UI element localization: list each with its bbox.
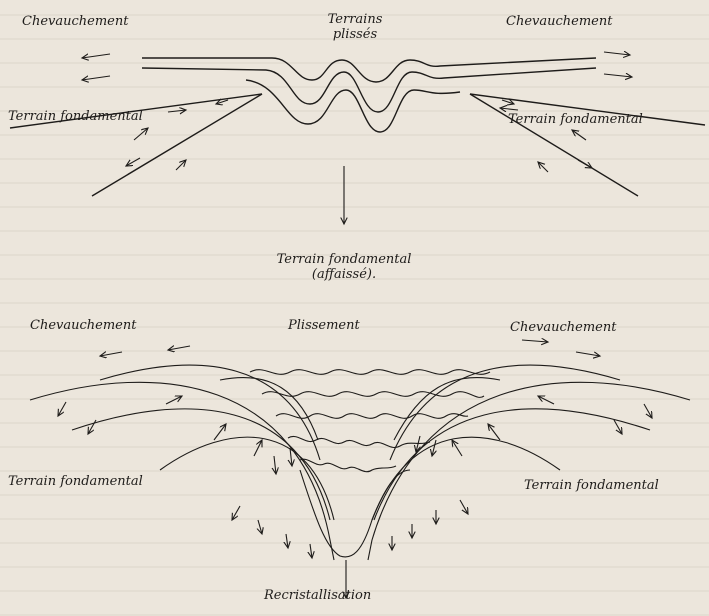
wave-5 — [300, 459, 396, 472]
arrow-bottom-small-8 — [460, 500, 468, 514]
bottom-curve-3 — [160, 437, 334, 520]
label-top-terrains: Terrains — [310, 12, 400, 27]
top-diagram — [10, 52, 705, 224]
bottom-diagram — [30, 340, 690, 598]
arrow-bottom-right-2 — [576, 352, 600, 356]
arrow-top-right-6 — [502, 100, 514, 104]
arrow-bottom-small-2 — [286, 534, 288, 548]
label-top-chevauchement-left: Chevauchement — [22, 14, 128, 29]
label-bottom-chevauchement-left: Chevauchement — [30, 318, 136, 333]
arrow-bottom-right-5 — [488, 424, 500, 440]
arrow-bottom-left-1 — [100, 352, 122, 356]
label-top-terrain-fondamental-bottom-line1: Terrain fondamental — [254, 252, 434, 267]
label-bottom-chevauchement-right: Chevauchement — [510, 320, 616, 335]
arrow-top-right-1 — [604, 52, 630, 55]
arrow-bottom-inner-3 — [290, 448, 292, 466]
arrow-bottom-left-2 — [168, 346, 190, 350]
arrow-bottom-right-6 — [452, 440, 462, 456]
arrow-top-left-7 — [126, 158, 140, 166]
fold-layer-1 — [142, 58, 596, 82]
arrow-top-right-2 — [604, 74, 632, 77]
label-top-terrain-fondamental-right: Terrain fondamental — [508, 112, 643, 127]
wave-3 — [276, 414, 468, 419]
right-fault-lower — [470, 94, 638, 196]
wave-2 — [262, 392, 484, 398]
label-top-terrain-fondamental-bottom-line2: (affaissé). — [254, 267, 434, 282]
label-bottom-recristallisation: Recristallisation — [264, 588, 371, 603]
arrow-bottom-left-5 — [214, 424, 226, 440]
arrow-top-left-4 — [134, 128, 148, 140]
arrow-top-left-3 — [168, 110, 186, 112]
label-bottom-plissement: Plissement — [288, 318, 360, 333]
arrow-bottom-right-3 — [644, 404, 652, 418]
fold-layer-2 — [142, 68, 596, 112]
label-top-chevauchement-right: Chevauchement — [506, 14, 612, 29]
arrow-top-left-1 — [82, 54, 110, 58]
arrow-top-left-2 — [82, 76, 110, 80]
label-bottom-terrain-fondamental-right: Terrain fondamental — [524, 478, 659, 493]
arrow-bottom-right-7 — [538, 396, 554, 404]
arrow-bottom-inner-4 — [274, 456, 276, 474]
label-top-terrains-plisses: Terrains plissés — [310, 12, 400, 42]
label-bottom-terrain-fondamental-left: Terrain fondamental — [8, 474, 143, 489]
arrow-bottom-left-4 — [88, 420, 96, 434]
wave-4 — [288, 436, 430, 447]
arrow-bottom-right-4 — [614, 420, 622, 434]
arrow-bottom-right-1 — [522, 340, 548, 342]
arrow-top-right-7 — [578, 160, 592, 168]
arrow-bottom-left-7 — [166, 396, 182, 404]
wave-1 — [250, 370, 490, 375]
fold-layer-3 — [246, 80, 460, 132]
arrow-top-right-5 — [538, 162, 548, 172]
bottom-curve-2r — [374, 409, 650, 520]
label-top-terrain-fondamental-bottom: Terrain fondamental (affaissé). — [254, 252, 434, 282]
label-top-plisses: plissés — [310, 27, 400, 42]
arrow-bottom-small-1 — [258, 520, 262, 534]
arrow-top-left-5 — [176, 160, 186, 170]
arrow-bottom-left-6 — [254, 440, 262, 456]
bottom-curve-5 — [220, 378, 318, 441]
arrow-bottom-left-3 — [58, 402, 66, 416]
arrow-bottom-small-3 — [310, 544, 312, 558]
arrow-bottom-small-7 — [232, 506, 240, 520]
arrow-bottom-inner-1 — [432, 440, 436, 456]
arrow-top-right-3 — [500, 108, 518, 110]
label-top-terrain-fondamental-left: Terrain fondamental — [8, 109, 143, 124]
arrow-top-right-4 — [572, 130, 586, 140]
bottom-curve-4 — [100, 365, 320, 460]
